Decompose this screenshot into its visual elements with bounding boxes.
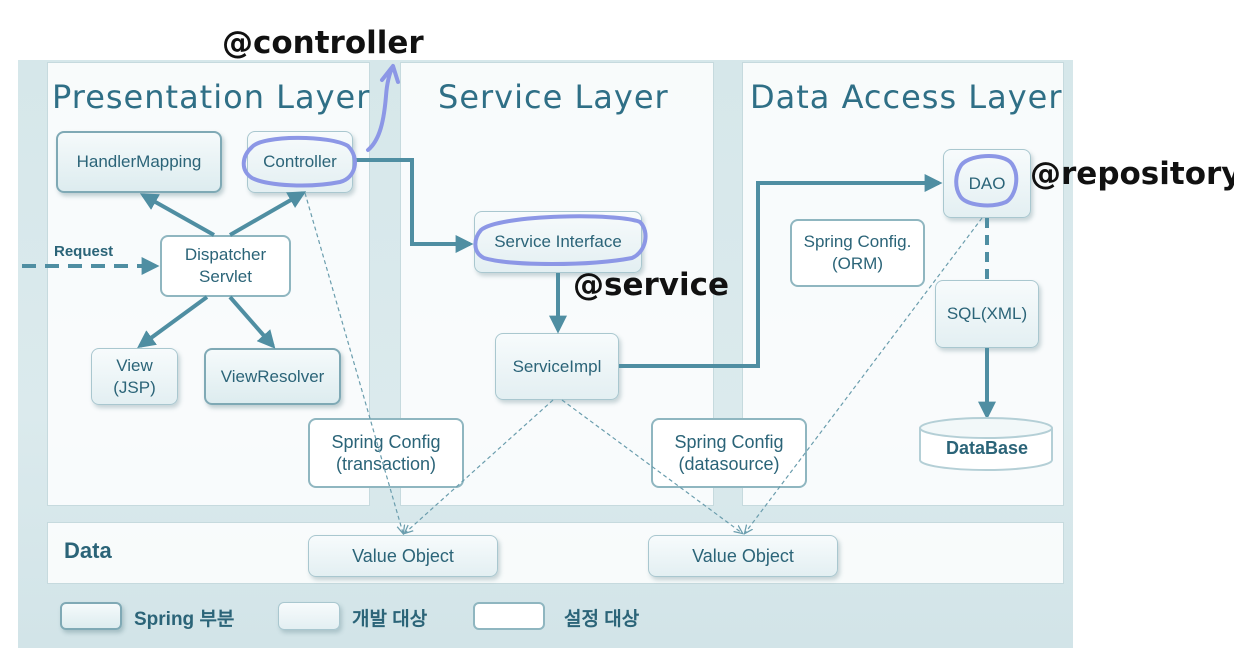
highlight-service-interface: [473, 214, 648, 266]
view-resolver-label: ViewResolver: [220, 366, 325, 386]
controller-annotation: @controller: [222, 25, 424, 61]
service-impl-box: ServiceImpl: [495, 333, 619, 400]
highlight-controller-arrow: [366, 64, 400, 152]
service-impl-label: ServiceImpl: [512, 356, 602, 376]
arrow-dispatcher-to-viewresolver: [228, 295, 276, 349]
request-label: Request: [54, 243, 114, 260]
view-label-line2: (JSP): [113, 377, 156, 397]
spring-config-orm-box: Spring Config. (ORM): [790, 219, 925, 287]
spring-config-tx-line2: (transaction): [335, 454, 437, 474]
database-cylinder: [919, 417, 1053, 471]
dashed-dao-to-vo2: [745, 217, 983, 533]
data-panel: [47, 522, 1064, 584]
dispatcher-label-line2: Servlet: [199, 267, 252, 286]
data-access-layer-title: Data Access Layer: [750, 78, 1063, 116]
spring-config-datasource-box: Spring Config(datasource): [651, 418, 807, 488]
arrow-service-impl-to-dao: [619, 174, 943, 368]
legend-config-label: 설정 대상: [564, 609, 640, 630]
value-object-box-2: Value Object: [648, 535, 838, 577]
database-label: DataBase: [946, 438, 1029, 458]
service-annotation: @service: [573, 267, 729, 303]
spring-config-transaction-box: Spring Config(transaction): [308, 418, 464, 488]
data-section-label: Data: [64, 538, 112, 563]
view-jsp-box: View(JSP): [91, 348, 178, 405]
spring-config-ds-line1: Spring Config: [674, 432, 784, 452]
service-interface-label: Service Interface: [494, 232, 622, 251]
controller-label: Controller: [263, 152, 337, 171]
arrow-dispatcher-to-controller: [229, 191, 307, 237]
dispatcher-label-line1: Dispatcher: [184, 245, 267, 264]
service-layer-title: Service Layer: [438, 78, 669, 116]
legend-spring-label: Spring 부분: [134, 609, 235, 630]
legend-dev-swatch: [278, 602, 340, 630]
presentation-layer-title: Presentation Layer: [52, 78, 371, 116]
sql-xml-box: SQL(XML): [935, 280, 1039, 348]
value-object-box-1: Value Object: [308, 535, 498, 577]
handler-mapping-box: HandlerMapping: [56, 131, 222, 193]
legend-config-swatch: [473, 602, 545, 630]
view-label-line1: View: [116, 355, 153, 375]
value-object-label-2: Value Object: [692, 546, 794, 566]
view-resolver-box: ViewResolver: [204, 348, 341, 405]
sql-xml-label: SQL(XML): [946, 304, 1028, 323]
spring-config-ds-line2: (datasource): [678, 454, 780, 474]
legend-dev-label: 개발 대상: [352, 609, 428, 630]
repository-annotation: @repository: [1030, 156, 1234, 192]
dashed-impl-to-vo1: [405, 399, 554, 533]
spring-config-orm-line1: Spring Config.: [803, 232, 912, 251]
dashed-controller-to-vo1: [304, 192, 403, 533]
value-object-label-1: Value Object: [352, 546, 454, 566]
highlight-dao: [954, 154, 1019, 208]
legend-spring-swatch: [60, 602, 122, 630]
spring-config-orm-line2: (ORM): [832, 254, 883, 273]
arrow-controller-to-service-interface: [353, 158, 474, 253]
spring-config-tx-line1: Spring Config: [331, 432, 441, 452]
dashed-impl-to-vo2: [561, 399, 742, 533]
arrow-dispatcher-to-handlermapping: [139, 193, 215, 237]
handler-mapping-label: HandlerMapping: [76, 152, 202, 171]
dao-label: DAO: [968, 173, 1006, 193]
arrow-dispatcher-to-view: [137, 295, 209, 349]
highlight-controller: [241, 135, 357, 188]
